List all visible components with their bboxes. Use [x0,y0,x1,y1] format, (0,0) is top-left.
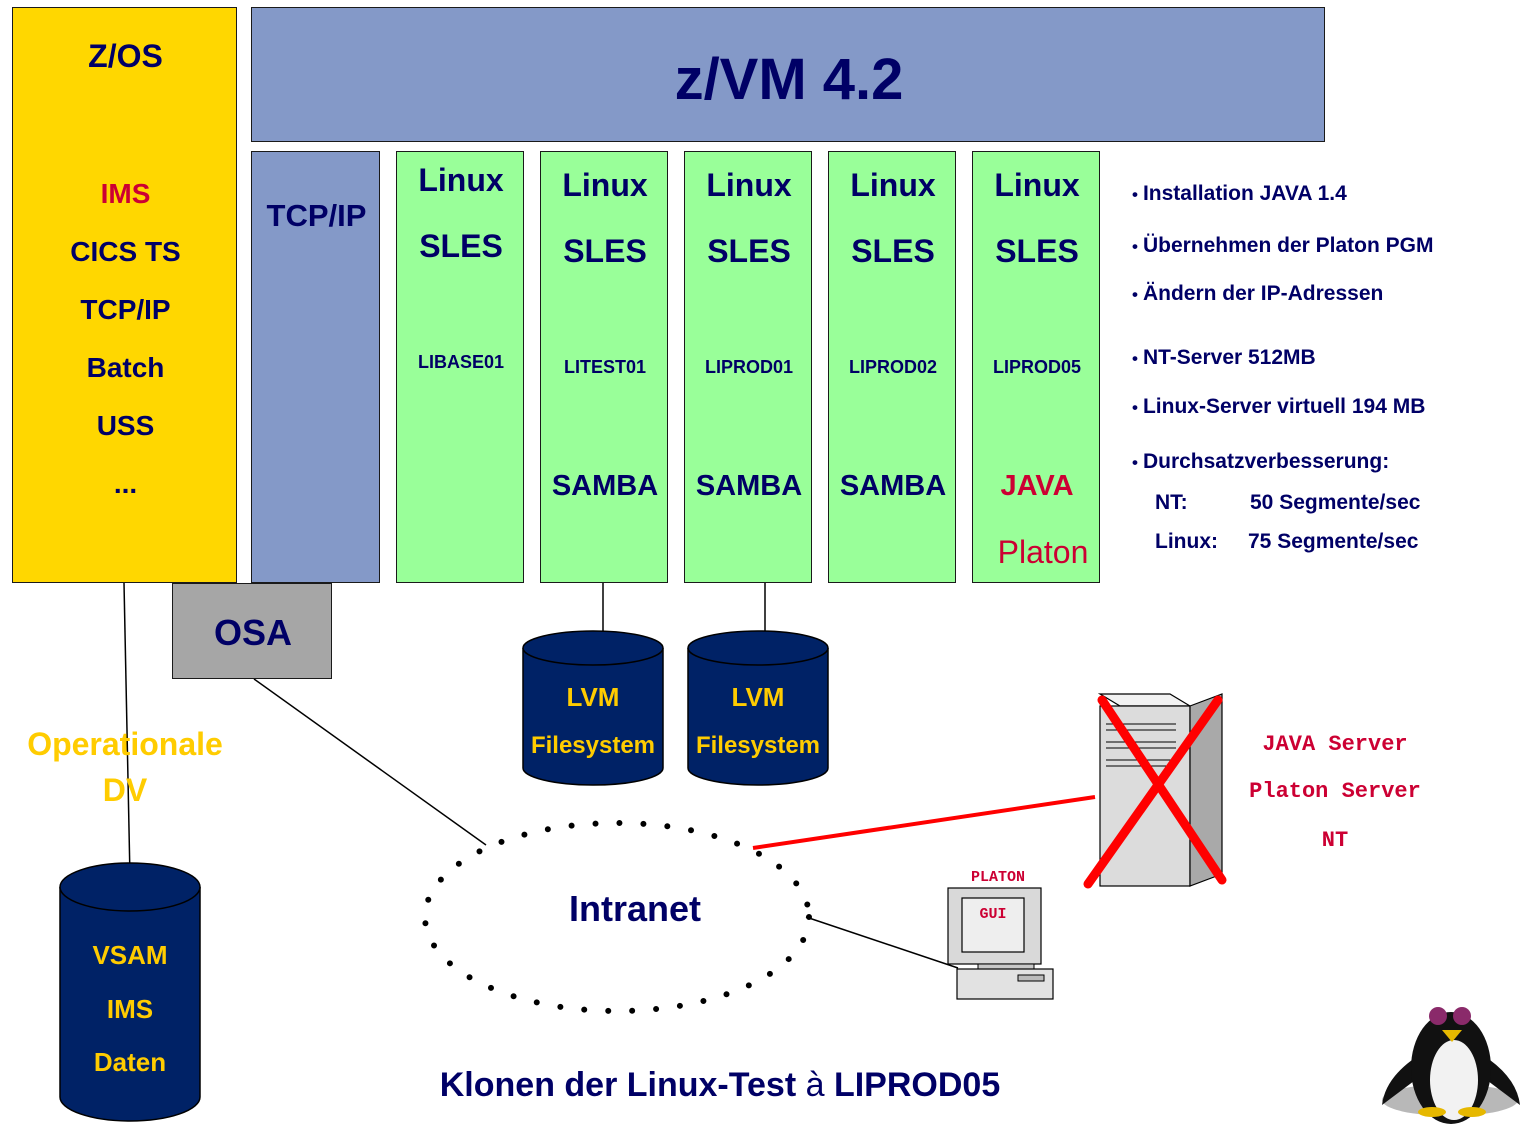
intranet-label: Intranet [568,888,701,929]
zos-to-db-line [123,582,131,879]
lvm-filesystem-label-1: Filesystem [530,732,656,759]
zvm-bar: z/VM 4.2 [251,7,1325,142]
intranet-to-nt-line [752,795,1096,850]
dv-label: DV [102,772,148,808]
operationale-label: Operationale [27,726,223,762]
linux-guest-name: LITEST01 [563,357,647,377]
linux-guest-distro: SLES [707,233,791,269]
linux-guest-service: JAVA [1000,470,1074,502]
bullet-linux-server: •Linux-Server virtuell 194 MB [1132,395,1425,419]
tcpip-label: TCP/IP [266,198,367,233]
caption: Klonen der Linux-Test à LIPROD05 [340,1066,1100,1105]
bullet-text: Durchsatzverbesserung: [1142,450,1390,473]
lvm-filesystem-label-2: Filesystem [695,732,821,759]
penguin-mascot-icon [1382,1007,1520,1124]
linux-guest-application: Platon [997,534,1089,570]
osa-label: OSA [213,612,292,653]
db-daten-label: Daten [93,1047,167,1077]
db-vsam-label: VSAM [92,940,168,970]
linux-guest-service: SAMBA [695,470,803,502]
throughput-linux-label: Linux: [1155,530,1218,553]
bullet-dot-icon: • [1132,398,1138,417]
lvm-label-2: LVM [731,682,785,712]
linux-guest-os: Linux [562,167,648,203]
bullet-dot-icon: • [1132,453,1138,472]
bullet-dot-icon: • [1132,185,1138,204]
pc-gui-label: GUI [979,906,1007,923]
throughput-nt-value: 50 Segmente/sec [1250,491,1421,514]
linux-guest-distro: SLES [419,228,503,264]
bullet-platon-pgm: •Übernehmen der Platon PGM [1132,234,1434,258]
bullet-dot-icon: • [1132,237,1138,256]
workstation-icon [947,887,1054,1000]
zos-item-more: ... [113,468,138,499]
bullet-text: Übernehmen der Platon PGM [1142,234,1434,257]
linux-guest-os: Linux [850,167,936,203]
zos-title: Z/OS [88,38,163,74]
bullet-ip-addresses: •Ändern der IP-Adressen [1132,282,1383,306]
linux-guest-distro: SLES [851,233,935,269]
bullet-text: Linux-Server virtuell 194 MB [1142,395,1426,418]
zos-item-cics: CICS TS [70,236,181,267]
linux-guest-name: LIPROD05 [992,357,1082,377]
lvm-cylinder-2 [687,630,829,786]
bullet-text: Ändern der IP-Adressen [1142,282,1384,305]
bullet-text: NT-Server 512MB [1142,346,1316,369]
intranet-cloud [422,820,812,1014]
linux-guest-liprod02: Linux SLES LIPROD02 SAMBA [828,151,956,583]
bullet-nt-server: •NT-Server 512MB [1132,346,1316,370]
bullet-dot-icon: • [1132,285,1138,304]
throughput-linux-value: 75 Segmente/sec [1248,530,1419,553]
osa-adapter: OSA [172,583,332,679]
caption-arrow: à [805,1066,825,1104]
bullet-java-install: •Installation JAVA 1.4 [1132,182,1347,206]
linux-guest-liprod05: Linux SLES LIPROD05 JAVA Platon [972,151,1100,583]
linux-guest-name: LIPROD02 [848,357,938,377]
linux-guest-distro: SLES [995,233,1079,269]
zos-item-ims: IMS [100,178,151,209]
lvm-cylinder-1 [522,630,664,786]
pc-platon-label: PLATON [970,869,1025,886]
db-ims-label: IMS [106,994,154,1024]
linux-guest-name: LIPROD01 [704,357,794,377]
caption-target: LIPROD05 [833,1066,1001,1104]
linux-guest-os: Linux [418,162,504,198]
linux-guest-service: SAMBA [839,470,947,502]
server-icon [1097,693,1223,887]
zos-item-tcpip: TCP/IP [80,294,171,325]
linux-guest-libase01: Linux SLES LIBASE01 [396,151,524,583]
linux-guest-os: Linux [994,167,1080,203]
linux-guest-service: SAMBA [551,470,659,502]
lvm-label-1: LVM [566,682,620,712]
tcpip-column: TCP/IP [251,151,380,583]
linux-guest-os: Linux [706,167,792,203]
zos-column: Z/OS IMS CICS TS TCP/IP Batch USS ... [12,7,237,583]
zos-item-batch: Batch [86,352,165,383]
crossed-out-icon [1083,695,1227,889]
nt-server-nt-label: NT [1321,828,1349,853]
zvm-title: z/VM 4.2 [674,47,904,112]
caption-text: Klonen der Linux-Test [439,1066,797,1104]
zos-item-uss: USS [96,410,155,441]
linux-guest-liprod01: Linux SLES LIPROD01 SAMBA [684,151,812,583]
throughput-nt-label: NT: [1155,491,1188,514]
bullet-throughput: •Durchsatzverbesserung: [1132,450,1389,474]
bullet-dot-icon: • [1132,349,1138,368]
linux-guest-name: LIBASE01 [417,352,505,372]
bullet-text: Installation JAVA 1.4 [1142,182,1347,205]
nt-server-platon-label: Platon Server [1249,779,1421,804]
vsam-cylinder [59,862,201,1122]
nt-server-java-label: JAVA Server [1262,732,1408,757]
osa-to-intranet-line [253,678,487,846]
intranet-to-pc-line [805,916,959,969]
linux-guest-litest01: Linux SLES LITEST01 SAMBA [540,151,668,583]
linux-guest-distro: SLES [563,233,647,269]
